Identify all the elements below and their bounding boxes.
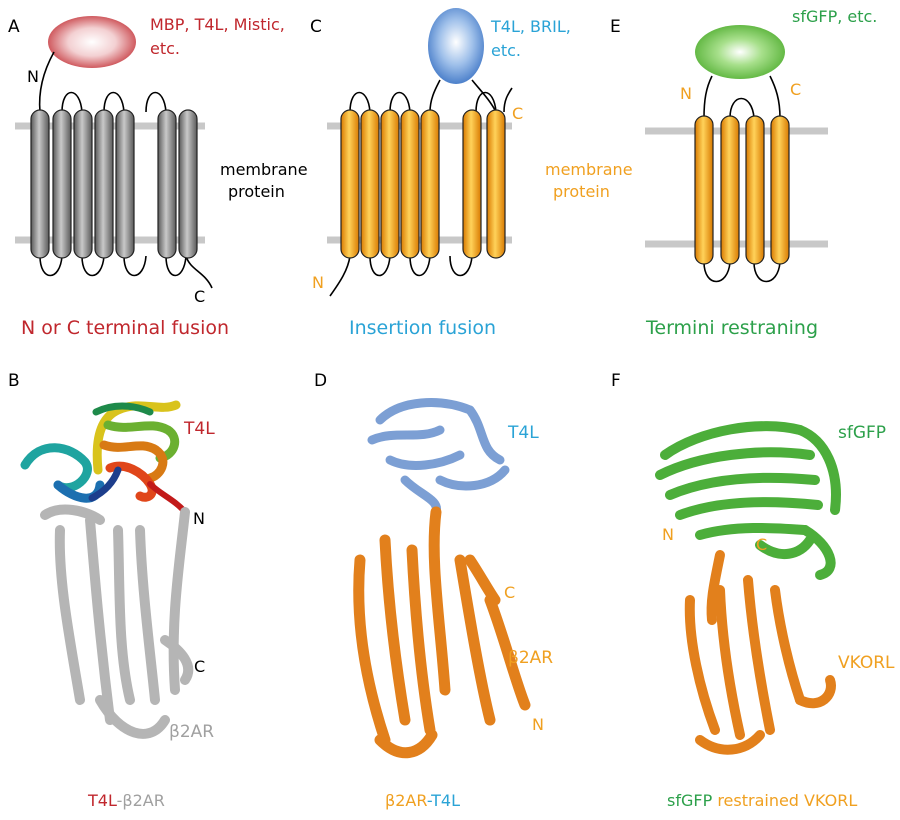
restraint-tethers	[703, 75, 781, 119]
b2ar-orange-structure	[353, 506, 531, 759]
sfgfp-green-structure	[655, 421, 841, 580]
helix	[745, 115, 765, 265]
helix	[462, 109, 482, 259]
panel-f: F sfGFP N C VKORL sfGFP restrained VKORL	[611, 371, 895, 810]
helix	[720, 115, 740, 265]
helices-orange	[694, 115, 790, 265]
bottom-loops	[369, 255, 473, 277]
fusion-tag-label: T4L, BRIL,	[490, 17, 571, 36]
panel-letter-a: A	[8, 17, 20, 37]
caption-separator: -	[427, 791, 432, 810]
helix	[157, 109, 177, 259]
panel-a-caption: N or C terminal fusion	[21, 317, 229, 339]
panel-e-caption: Termini restraning	[645, 317, 818, 339]
n-tail	[329, 255, 351, 297]
caption-part-b: restrained VKORL	[717, 791, 857, 810]
panel-a: A MBP, T4L, Mistic, etc. N membrane prot…	[8, 15, 308, 339]
panel-c-caption: Insertion fusion	[349, 317, 496, 339]
n-tether	[38, 51, 55, 113]
panel-c: C T4L, BRIL, etc. C membrane protein N I…	[310, 8, 633, 339]
panel-d-caption: β2AR-T4L	[385, 791, 460, 810]
panel-f-caption: sfGFP restrained VKORL	[667, 791, 857, 810]
fusion-tag-label: sfGFP, etc.	[792, 7, 877, 26]
helix	[380, 109, 400, 259]
membrane-label-1: membrane	[545, 160, 633, 179]
helix	[94, 109, 114, 259]
helix	[73, 109, 93, 259]
bottom-loops	[703, 261, 781, 283]
panel-letter-c: C	[310, 17, 322, 37]
panel-letter-e: E	[610, 17, 621, 37]
b2ar-gray-structure	[40, 504, 194, 739]
c-terminus-label: C	[512, 104, 523, 123]
membrane-label-2: protein	[228, 182, 285, 201]
c-terminus-label: C	[504, 583, 515, 602]
n-terminus-label: N	[680, 84, 692, 103]
n-terminus-label: N	[662, 525, 674, 544]
panel-b: B T4L N C β2AR T4L-β2AR	[8, 371, 215, 810]
top-loop	[729, 97, 755, 119]
helix	[360, 109, 380, 259]
fusion-tag-label: MBP, T4L, Mistic,	[150, 15, 285, 34]
helix	[30, 109, 50, 259]
n-terminus-label: N	[193, 509, 205, 528]
protein-label: β2AR	[508, 648, 553, 668]
fusion-protein-ellipse-red	[48, 16, 136, 68]
helices-orange	[340, 109, 506, 259]
caption-separator: -	[117, 791, 123, 810]
panel-letter-f: F	[611, 371, 621, 391]
domain-label: T4L	[507, 423, 539, 443]
c-tail	[185, 255, 213, 289]
n-terminus-label: N	[312, 273, 324, 292]
c-tail	[503, 87, 513, 113]
domain-label: sfGFP	[838, 423, 886, 443]
helix	[770, 115, 790, 265]
helix	[340, 109, 360, 259]
c-terminus-label: C	[756, 535, 767, 554]
panel-letter-d: D	[314, 371, 327, 391]
panel-e: E sfGFP, etc. N C Termini restraning	[610, 7, 877, 339]
panel-b-caption: T4L-β2AR	[87, 791, 165, 810]
fusion-protein-ellipse-green	[695, 25, 785, 79]
c-terminus-label: C	[790, 80, 801, 99]
helix	[486, 109, 506, 259]
n-terminus-label: N	[27, 67, 39, 86]
protein-label: β2AR	[169, 722, 214, 742]
helices-gray	[30, 109, 198, 259]
panel-d: D T4L C β2AR N β2AR-T4L	[314, 371, 553, 810]
c-terminus-label: C	[194, 287, 205, 306]
fusion-protein-ellipse-blue	[428, 8, 484, 84]
membrane-label-1: membrane	[220, 160, 308, 179]
caption-part-a: β2AR	[385, 791, 427, 810]
vkorl-orange-structure	[684, 550, 836, 755]
top-loops	[61, 91, 167, 113]
membrane-label-2: protein	[553, 182, 610, 201]
caption-part-b: T4L	[430, 791, 460, 810]
panel-letter-b: B	[8, 371, 20, 391]
helix	[178, 109, 198, 259]
fusion-tag-label-2: etc.	[150, 39, 180, 58]
domain-label: T4L	[183, 419, 215, 439]
caption-part-b: β2AR	[122, 791, 164, 810]
helix	[694, 115, 714, 265]
t4l-rainbow-structure	[20, 400, 188, 515]
c-terminus-label: C	[194, 657, 205, 676]
fusion-tag-label-2: etc.	[491, 41, 521, 60]
t4l-blue-structure	[367, 398, 510, 517]
insertion-tethers	[429, 79, 497, 113]
helix	[400, 109, 420, 259]
bottom-loops	[39, 255, 187, 277]
top-loops	[349, 91, 497, 113]
protein-label: VKORL	[838, 653, 895, 673]
helix	[115, 109, 135, 259]
caption-part-a: T4L	[87, 791, 117, 810]
helix	[52, 109, 72, 259]
n-terminus-label: N	[532, 715, 544, 734]
helix	[420, 109, 440, 259]
caption-part-a: sfGFP	[667, 791, 713, 810]
